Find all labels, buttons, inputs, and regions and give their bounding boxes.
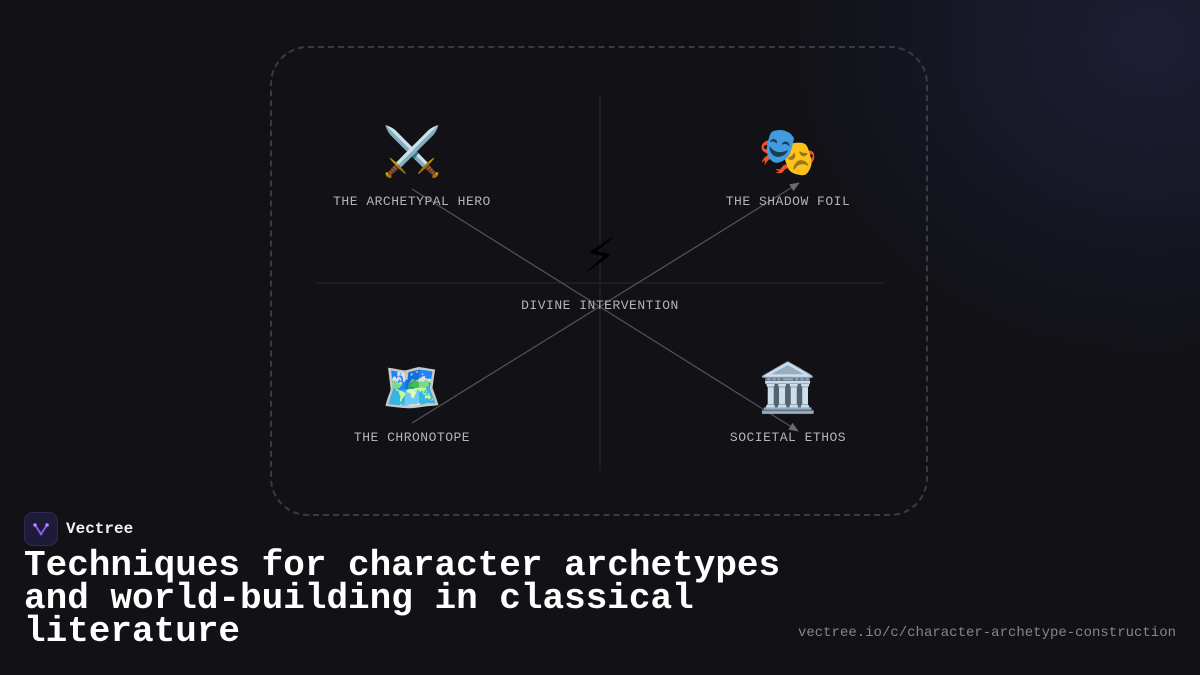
brand: Vectree	[24, 512, 133, 546]
node-label: SOCIETAL ETHOS	[729, 430, 847, 445]
lightning-icon: ⚡	[583, 228, 617, 284]
node-label: THE ARCHETYPAL HERO	[333, 194, 491, 209]
node-divine-intervention: ⚡ DIVINE INTERVENTION	[480, 228, 720, 313]
node-archetypal-hero: ⚔️ THE ARCHETYPAL HERO	[292, 124, 532, 209]
page-url: vectree.io/c/character-archetype-constru…	[797, 625, 1176, 641]
world-map-icon: 🗺️	[382, 360, 442, 416]
connector-hero-to-ethos	[411, 188, 799, 432]
node-societal-ethos: 🏛️ SOCIETAL ETHOS	[668, 360, 908, 445]
vectree-logo-icon	[24, 512, 58, 546]
crossed-swords-icon: ⚔️	[382, 124, 442, 180]
node-label: THE SHADOW FOIL	[725, 194, 851, 209]
brand-name: Vectree	[66, 520, 134, 538]
classical-building-icon: 🏛️	[758, 360, 818, 416]
node-label: THE CHRONOTOPE	[353, 430, 471, 445]
diagram-frame	[270, 46, 928, 516]
connector-chronotope-to-shadow	[411, 182, 800, 424]
node-shadow-foil: 🎭 THE SHADOW FOIL	[668, 124, 908, 209]
node-chronotope: 🗺️ THE CHRONOTOPE	[292, 360, 532, 445]
page-title: Techniques for character archetypes and …	[24, 545, 781, 652]
theater-masks-icon: 🎭	[758, 124, 818, 180]
node-label: DIVINE INTERVENTION	[521, 298, 679, 313]
